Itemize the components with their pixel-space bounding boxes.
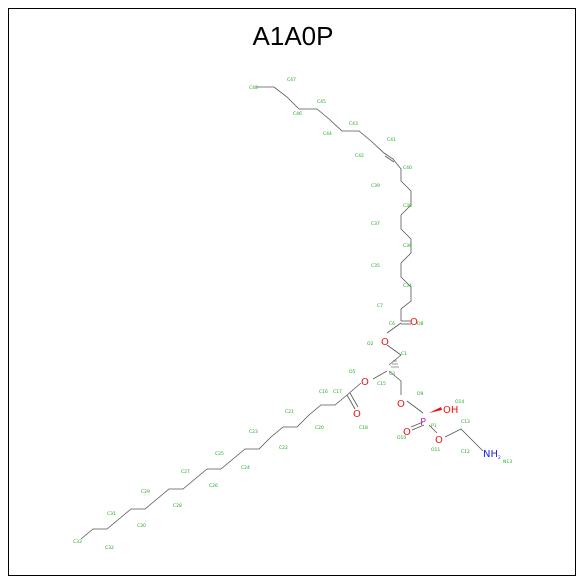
atom-o-ester-lower: O <box>361 377 369 388</box>
carbonyl-bond-c17-2 <box>349 392 359 408</box>
atom-c42: C42 <box>355 153 364 159</box>
atom-c27: C27 <box>181 469 190 475</box>
atom-c47: C47 <box>287 77 296 83</box>
atom-c21: C21 <box>285 409 294 415</box>
viewer-frame: A1A0P <box>8 8 576 576</box>
atom-c20: C20 <box>315 425 324 431</box>
atom-c32: C32 <box>105 545 114 551</box>
atom-c17: C17 <box>333 389 342 395</box>
atom-c28: C28 <box>173 503 182 509</box>
atom-c33: C33 <box>73 539 82 545</box>
bond-c3-c15 <box>388 370 402 382</box>
atom-c16: C16 <box>319 389 328 395</box>
atom-nh2: NH2 <box>483 449 501 461</box>
atom-c39: C39 <box>371 183 380 189</box>
bond-o9-p <box>406 400 424 414</box>
atom-o-carbonyl-upper: O <box>410 317 418 328</box>
atom-o-phosphoryl: O <box>403 427 411 438</box>
double-bond-p-o10-2 <box>411 424 425 431</box>
atom-n13: N13 <box>503 459 512 465</box>
ester-bond-o2-c1 <box>386 344 402 356</box>
atom-o14: O14 <box>455 399 464 405</box>
atom-c3: C3 <box>389 371 395 377</box>
atom-c24: C24 <box>241 465 250 471</box>
atom-c25: C25 <box>215 451 224 457</box>
atom-c15: C15 <box>377 381 386 387</box>
atom-c40: C40 <box>403 165 412 171</box>
double-bond-p-o10 <box>410 421 424 428</box>
stereo-hash <box>391 360 399 368</box>
bond-c1-c3 <box>388 354 402 366</box>
stereo-wedge-p-oh <box>429 407 442 413</box>
ester-bond-c6-o2 <box>386 322 402 334</box>
upper-chain-bonds <box>256 86 412 321</box>
atom-c45: C45 <box>317 99 326 105</box>
atom-o2: O2 <box>367 341 374 347</box>
amine-chain-bonds <box>444 428 484 452</box>
atom-c29: C29 <box>141 489 150 495</box>
atom-o-phosphate-bridge: O <box>397 399 405 410</box>
atom-c22: C22 <box>279 445 288 451</box>
atom-c48: C48 <box>249 85 258 91</box>
atom-o5: O5 <box>349 369 356 375</box>
atom-c41: C41 <box>387 137 396 143</box>
carbon-labels: C48 C47 C46 C45 C44 C43 C42 C41 C40 C39 … <box>73 77 470 551</box>
atom-c6: C6 <box>389 321 395 327</box>
atom-c13: C13 <box>461 419 470 425</box>
atom-c30: C30 <box>137 523 146 529</box>
atom-oh: OH <box>443 405 458 416</box>
heteroatom-small-labels: O8 O2 O5 C18 O9 O14 P1 O10 O11 N13 <box>349 321 512 465</box>
atom-c34: C34 <box>403 283 412 289</box>
atom-p1: P1 <box>431 423 437 429</box>
atom-c43: C43 <box>349 121 358 127</box>
atom-c36: C36 <box>403 243 412 249</box>
molecule-title: A1A0P <box>252 21 334 51</box>
atom-c38: C38 <box>403 203 412 209</box>
molecule-structure: C48 C47 C46 C45 C44 C43 C42 C41 C40 C39 … <box>73 77 512 551</box>
atom-c37: C37 <box>371 221 380 227</box>
atom-o-carbonyl-lower: O <box>353 409 361 420</box>
atom-c23: C23 <box>249 429 258 435</box>
atom-o8: O8 <box>417 321 424 327</box>
bond-c3-o5 <box>372 370 388 380</box>
atom-o11: O11 <box>431 447 440 453</box>
lower-chain-bonds <box>80 394 348 540</box>
bond-o5-c17 <box>346 382 362 396</box>
atom-c46: C46 <box>293 111 302 117</box>
bond-p-o11 <box>428 424 438 434</box>
carbonyl-bond-c17 <box>346 394 356 410</box>
atom-o-ether: O <box>435 435 443 446</box>
atom-c26: C26 <box>209 483 218 489</box>
double-bond-c41-c40 <box>384 155 395 163</box>
atom-c12: C12 <box>461 449 470 455</box>
atom-c18: C18 <box>359 425 368 431</box>
atom-c1: C1 <box>401 351 407 357</box>
atom-c31: C31 <box>107 511 116 517</box>
atom-o-ester-upper: O <box>381 337 389 348</box>
atom-c35: C35 <box>371 263 380 269</box>
atom-o10: O10 <box>397 435 406 441</box>
bond-lines <box>80 86 484 540</box>
heteroatom-glyphs: O O O O O P OH O O NH2 <box>353 317 501 461</box>
atom-c44: C44 <box>323 131 332 137</box>
atom-o9: O9 <box>417 391 424 397</box>
atom-p: P <box>420 417 426 428</box>
atom-c7: C7 <box>377 303 383 309</box>
